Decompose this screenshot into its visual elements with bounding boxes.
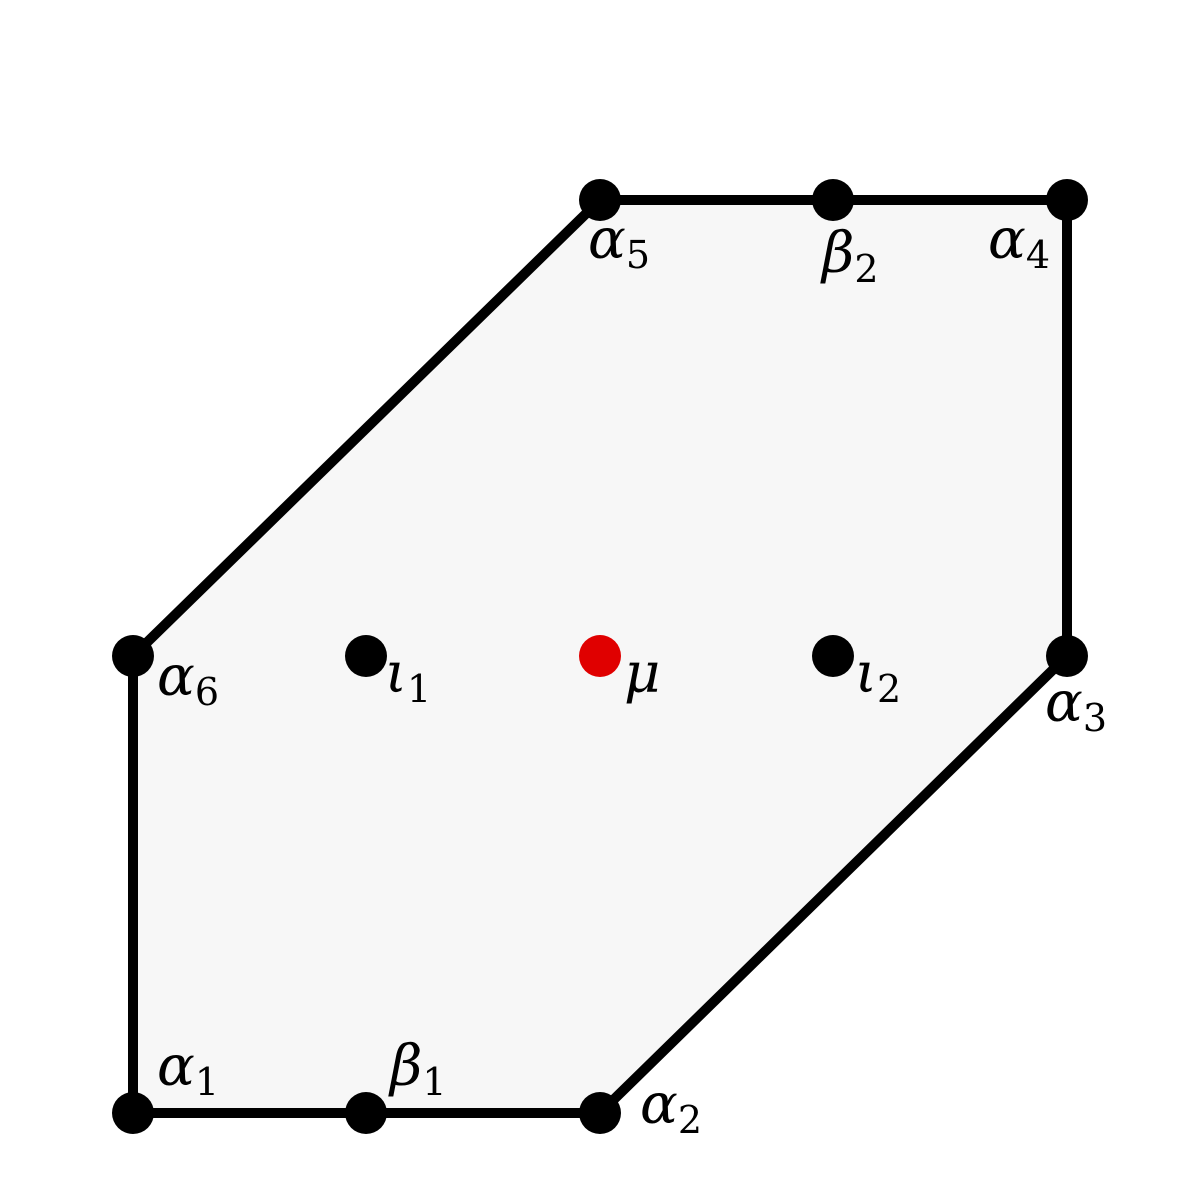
point-alpha-1 bbox=[112, 1092, 154, 1134]
point-beta-2 bbox=[812, 179, 854, 221]
label-beta-2: β2 bbox=[820, 221, 879, 291]
point-alpha-4 bbox=[1046, 179, 1088, 221]
point-alpha-2 bbox=[579, 1092, 621, 1134]
point-mu bbox=[579, 635, 621, 677]
point-beta-1 bbox=[345, 1092, 387, 1134]
label-beta-1: β1 bbox=[388, 1034, 447, 1104]
label-alpha-1: α1 bbox=[157, 1034, 219, 1104]
label-iota-2: ι2 bbox=[855, 641, 901, 711]
label-alpha-5: α5 bbox=[588, 207, 650, 277]
label-mu: μ bbox=[624, 641, 660, 706]
label-alpha-6: α6 bbox=[157, 644, 219, 714]
point-alpha-3 bbox=[1046, 635, 1088, 677]
point-alpha-5 bbox=[579, 179, 621, 221]
label-alpha-2: α2 bbox=[640, 1072, 702, 1142]
point-iota-1 bbox=[345, 635, 387, 677]
point-iota-2 bbox=[812, 635, 854, 677]
point-alpha-6 bbox=[112, 635, 154, 677]
label-alpha-3: α3 bbox=[1045, 670, 1107, 740]
label-alpha-4: α4 bbox=[988, 207, 1050, 277]
label-iota-1: ι1 bbox=[385, 641, 431, 711]
